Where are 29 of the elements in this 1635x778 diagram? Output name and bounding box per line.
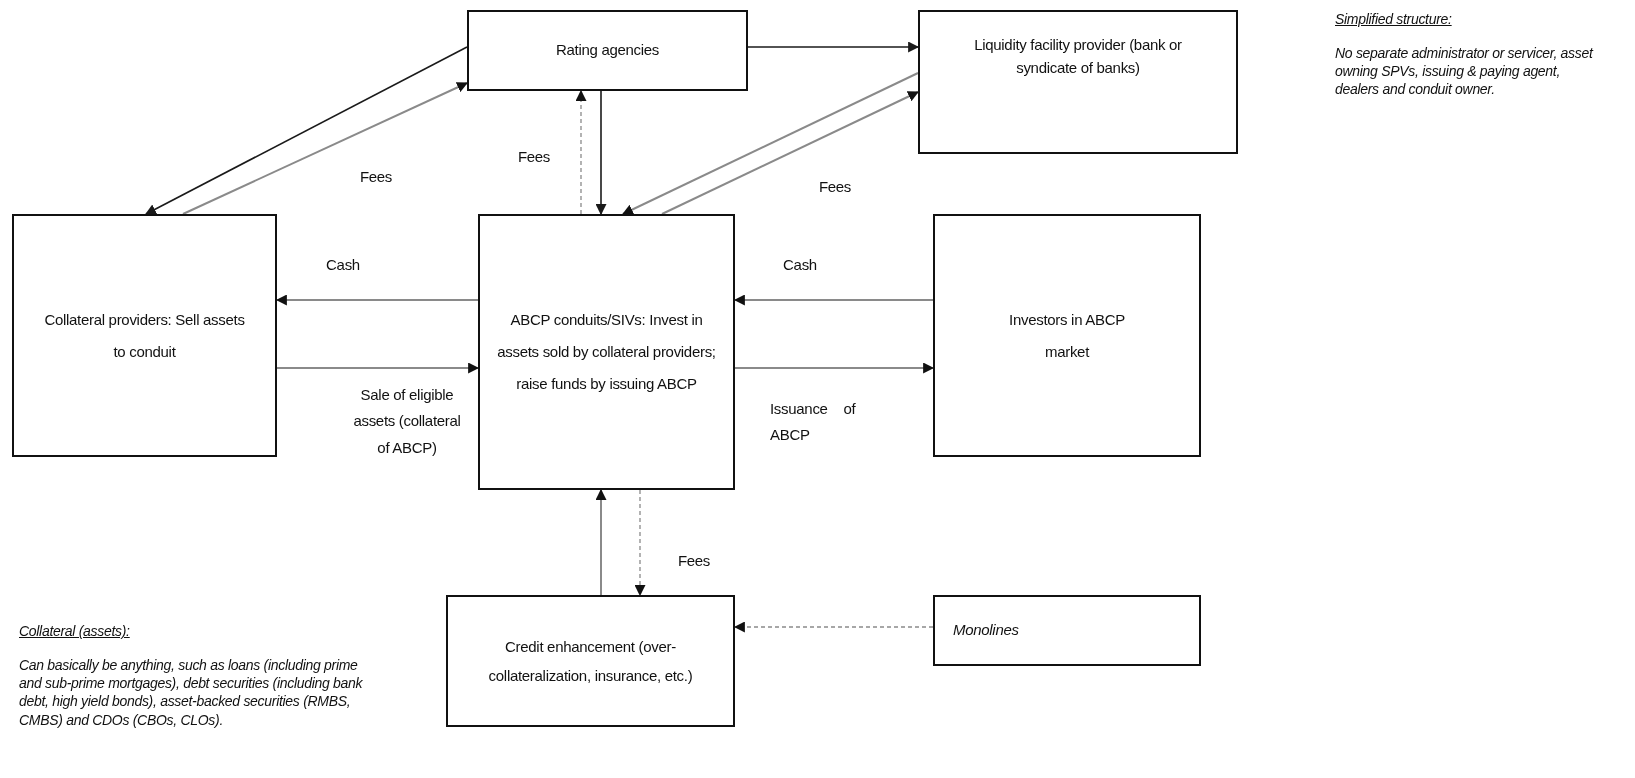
box-text: Rating agencies (555, 40, 660, 61)
arrow (182, 82, 468, 215)
process-box (933, 214, 1201, 457)
arrow (276, 362, 480, 374)
process-box (933, 595, 1201, 666)
dashed-arrow (575, 89, 587, 215)
box-text: ABCP conduits/SIVs: Invest in assets sold by collateral providers; raise funds by issuing ABCP (496, 309, 717, 395)
process-box (478, 214, 735, 490)
dashed-arrow (634, 489, 646, 597)
arrow (661, 91, 919, 215)
process-box (467, 10, 748, 91)
note-heading: Simplified structure: (1335, 10, 1453, 29)
process-box (918, 10, 1238, 154)
arrow (595, 90, 607, 216)
box-text: Collateral providers: Sell assets to conduit (43, 310, 246, 362)
arrow (622, 72, 919, 215)
arrow (734, 362, 935, 374)
note-text: No separate administrator or servicer, asset owning SPVs, issuing & paying agent, dealers and conduit owner. (1335, 44, 1595, 99)
box-text: Monolines (953, 620, 1019, 641)
box-text: Credit enhancement (over-collateralization, insurance, etc.) (487, 636, 694, 686)
process-box (12, 214, 277, 457)
box-text: Liquidity facility provider (bank or syndicate of banks) (973, 35, 1183, 78)
note-heading: Collateral (assets): (19, 622, 131, 641)
arrow (595, 488, 607, 596)
process-box (446, 595, 735, 727)
arrow (145, 46, 468, 215)
note-text: Can basically be anything, such as loans (including prime and sub-prime mortgages), debt securities (including bank debt, high yield bonds), asset-backed securities (RMBS, CMBS) and CDOs (CBOs, CLOs). (19, 656, 364, 729)
box-text: Investors in ABCP market (1008, 310, 1126, 362)
arrow (747, 41, 920, 53)
